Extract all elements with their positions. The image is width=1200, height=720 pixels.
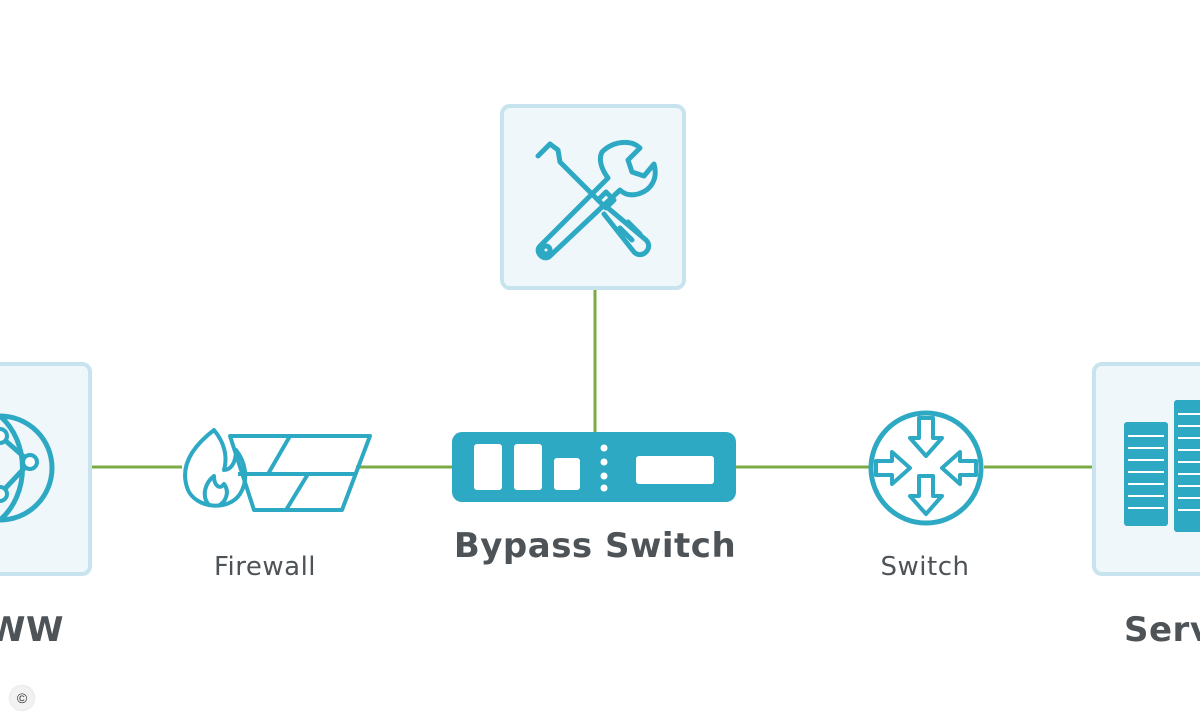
firewall-icon bbox=[183, 428, 372, 512]
switch-arrows-icon bbox=[868, 410, 984, 526]
switch-label: Switch bbox=[880, 552, 970, 582]
server-icon bbox=[1124, 400, 1200, 532]
wrench-screwdriver-icon bbox=[535, 140, 658, 261]
copyright-badge: © bbox=[10, 686, 34, 710]
www-label: WW bbox=[0, 610, 65, 650]
server-label: Serv bbox=[1124, 610, 1200, 650]
firewall-label: Firewall bbox=[213, 552, 317, 582]
globe-icon bbox=[0, 413, 55, 523]
www-node-box bbox=[0, 362, 92, 576]
bypass-switch-device-icon bbox=[452, 432, 736, 502]
bypass-switch-label: Bypass Switch bbox=[453, 526, 737, 566]
